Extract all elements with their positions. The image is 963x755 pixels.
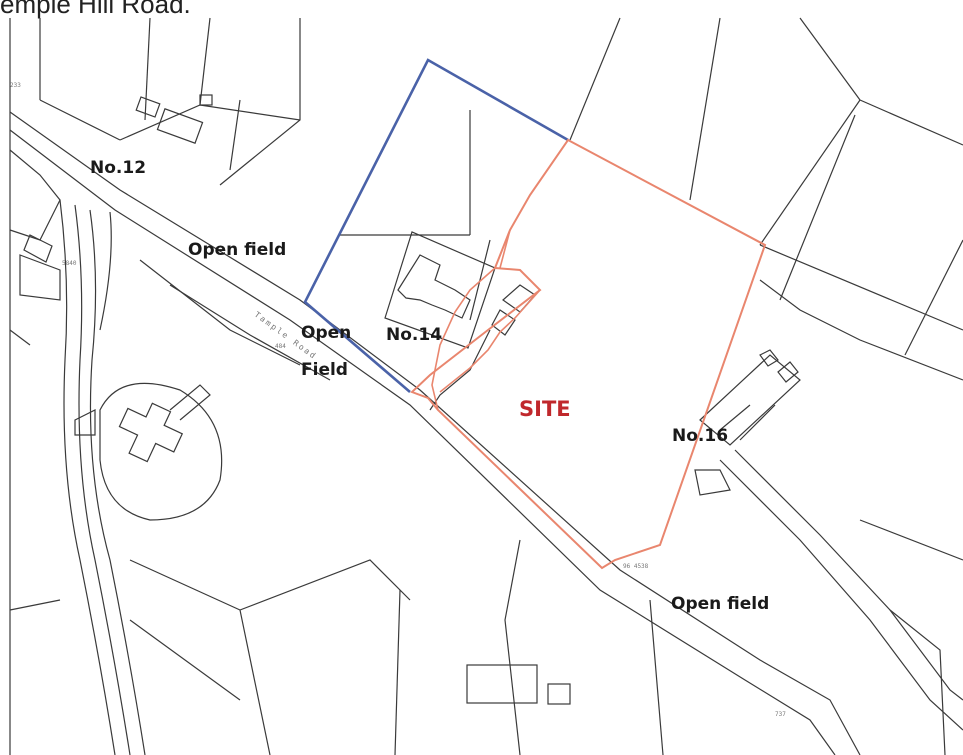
- label-open-field-2-line1: Open: [301, 323, 352, 343]
- label-site: SITE: [519, 397, 571, 421]
- label-no16: No.16: [672, 426, 729, 446]
- map-annotation: 737: [775, 711, 786, 718]
- label-no14: No.14: [386, 325, 443, 345]
- site-boundary-outline[interactable]: [410, 138, 767, 570]
- label-open-field-1: Open field: [188, 240, 287, 260]
- map-caption: emple Hill Road.: [0, 0, 191, 19]
- map-annotation: 233: [10, 82, 21, 89]
- site-inner-boundary: [431, 267, 496, 411]
- map-annotation: 484: [275, 343, 286, 350]
- label-open-field-3: Open field: [671, 594, 770, 614]
- label-open-field-2-line2: Field: [301, 360, 348, 380]
- label-no12: No.12: [90, 158, 147, 178]
- ownership-boundary-line: [303, 58, 569, 393]
- map-annotation: 5840: [62, 260, 77, 267]
- map-annotation: 96 4538: [623, 563, 649, 570]
- site-access-boundary: [439, 229, 541, 393]
- map-linework: [9, 17, 963, 755]
